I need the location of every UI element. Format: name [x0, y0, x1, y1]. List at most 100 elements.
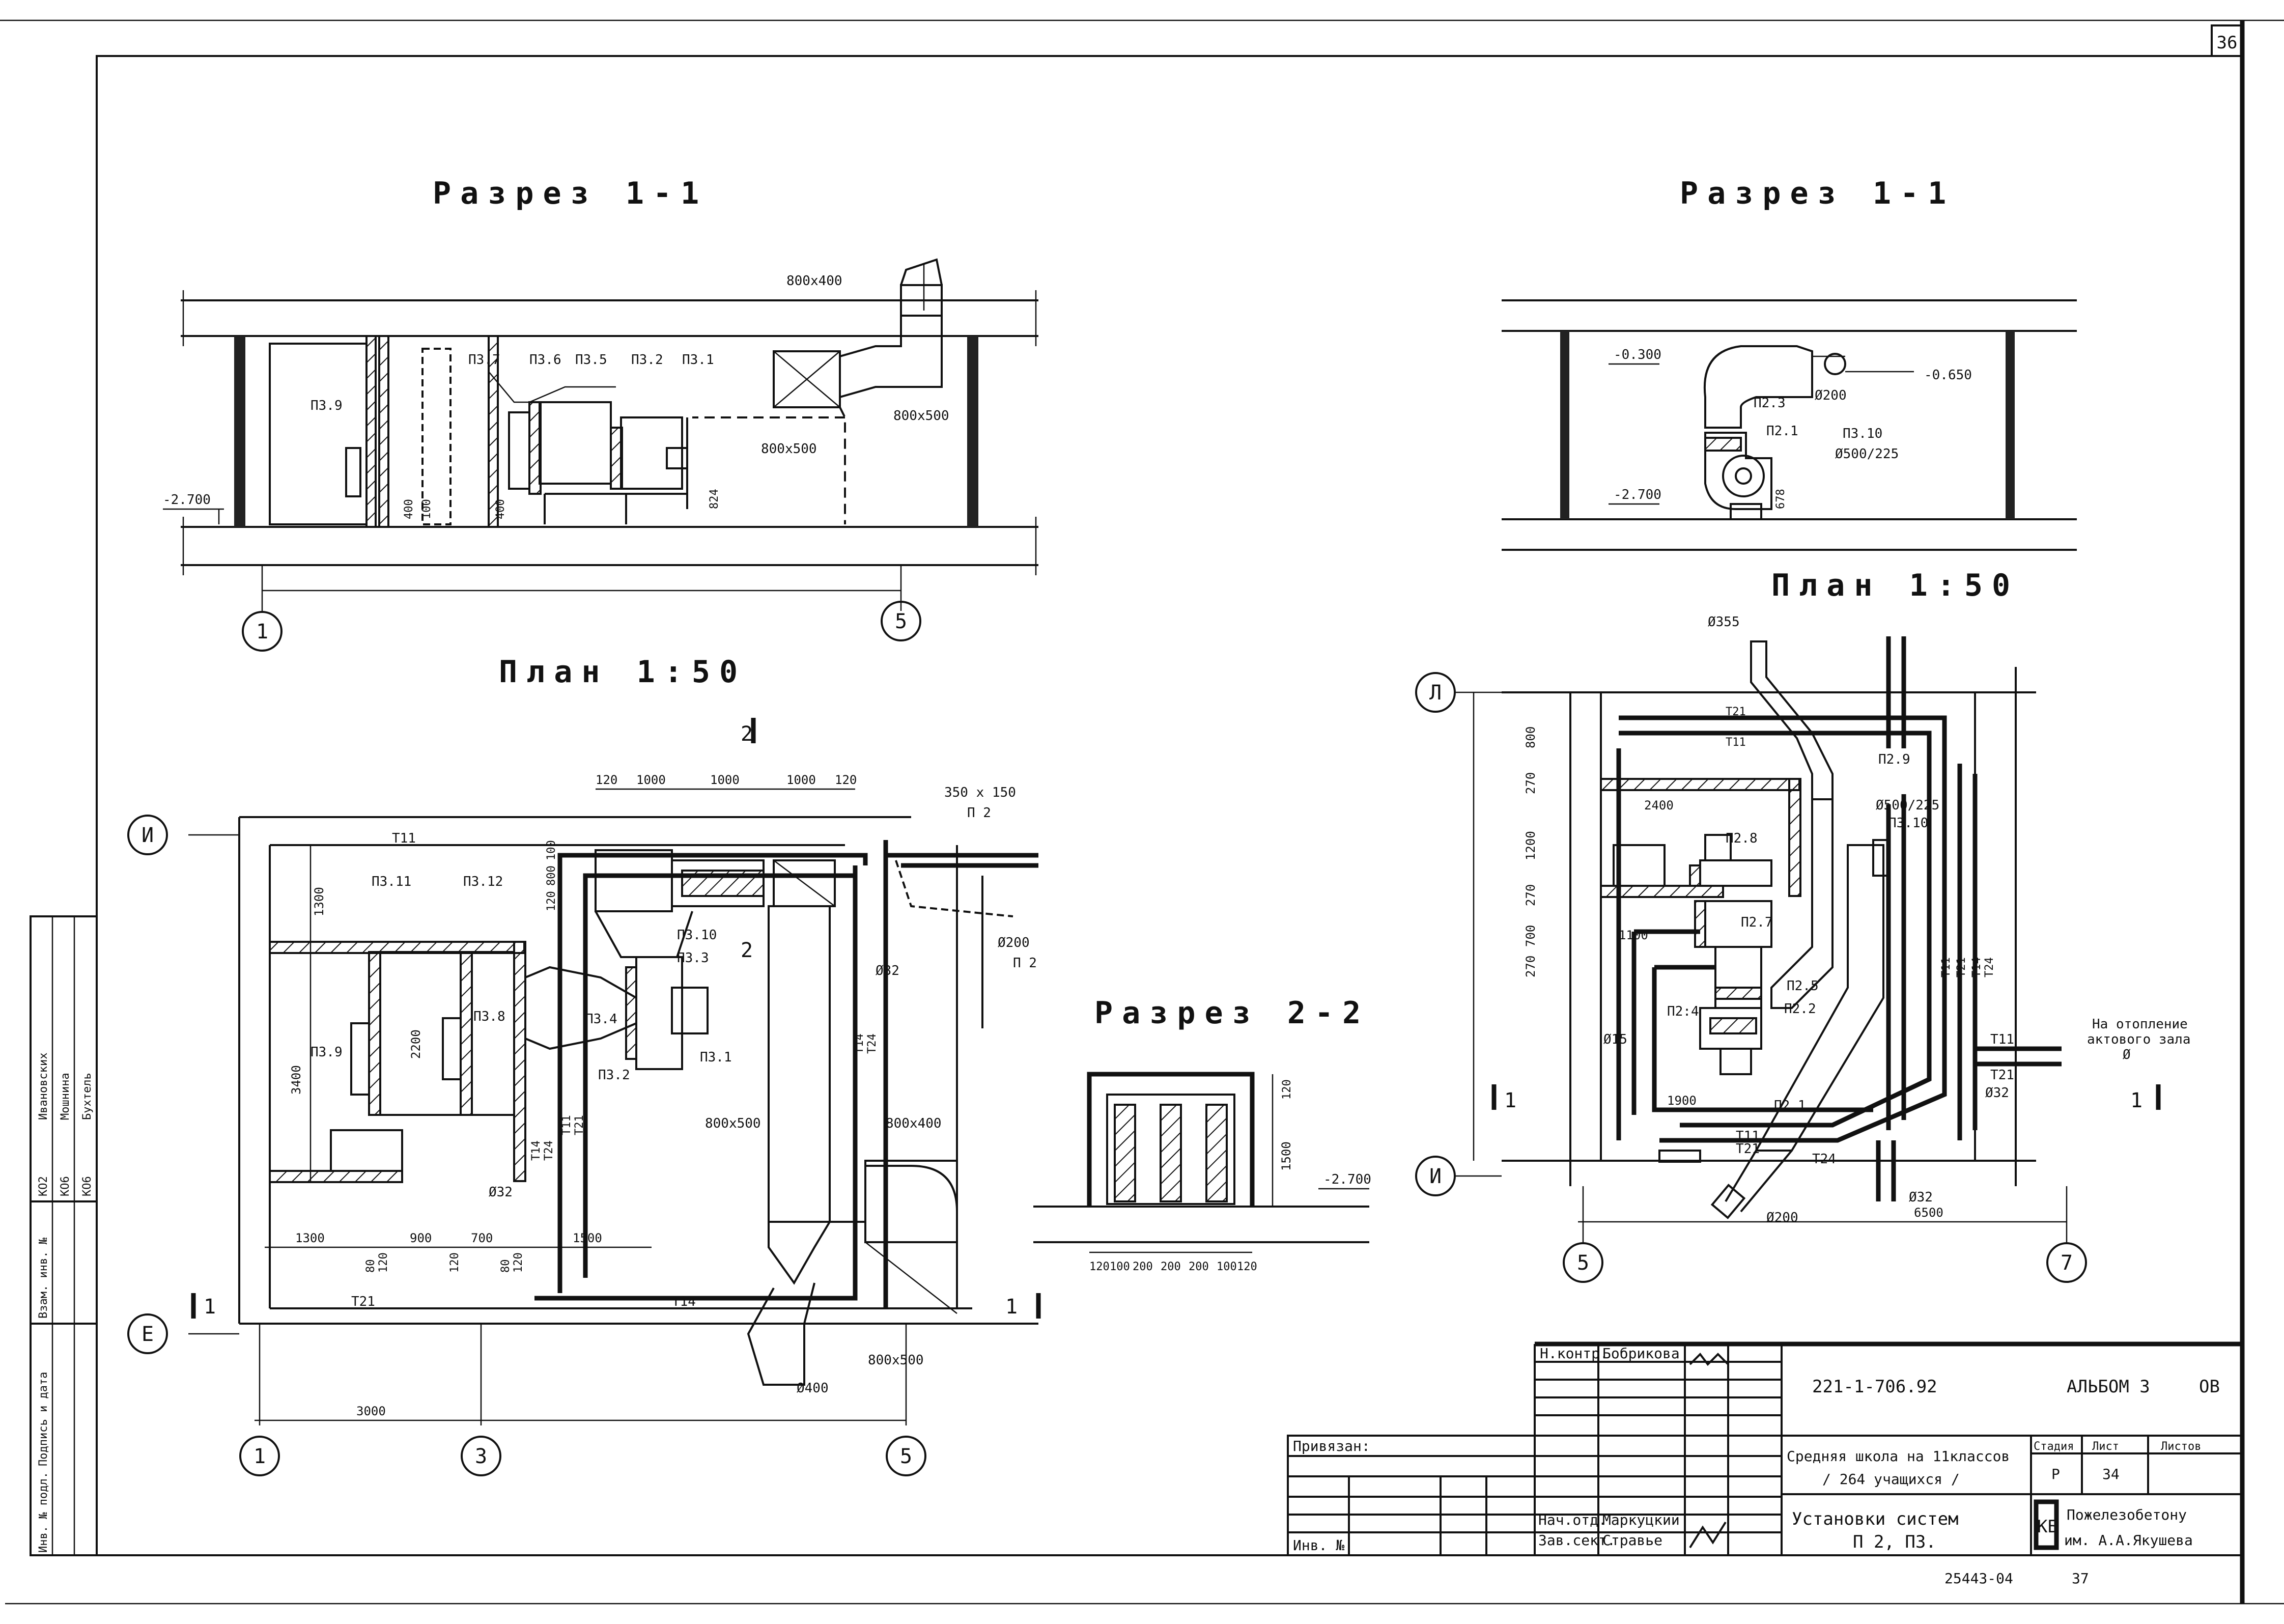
level-0650: -0.650	[1924, 368, 1972, 383]
label-p36: П3.6	[529, 352, 561, 368]
side-label-3: Взам. инв. №	[37, 1238, 50, 1319]
label-p311: П3.11	[372, 874, 411, 889]
label-p39: П3.9	[311, 398, 343, 413]
label-r-t11-v: Т11	[1940, 957, 1953, 977]
dim-22-120a: 120	[1089, 1261, 1110, 1273]
secmark-1b: 1	[1005, 1295, 1018, 1319]
name-3: Стравье	[1602, 1532, 1662, 1549]
dim-top-120b: 120	[835, 773, 857, 787]
label-p310-plan-r: П3.10	[1888, 816, 1928, 831]
role-2: Нач.отд.	[1538, 1511, 1607, 1528]
sheet-header: Лист	[2092, 1440, 2119, 1453]
dim-mid-800: 800	[545, 865, 558, 886]
dim-mid-120: 120	[545, 891, 558, 911]
label-d32-b: Ø32	[489, 1185, 513, 1200]
stamp-number: 25443-04	[1944, 1570, 2013, 1587]
inv-no-label: Инв. №	[1293, 1537, 1344, 1554]
label-d500-225-plan: Ø500/225	[1876, 798, 1939, 813]
dim-22-120b: 120	[1237, 1261, 1257, 1273]
label-800x400-plan: 800х400	[886, 1116, 942, 1131]
dim-r-2400: 2400	[1644, 798, 1674, 813]
label-p24: П2:4	[1667, 1004, 1699, 1019]
secmark-r-1a: 1	[1504, 1089, 1516, 1112]
label-r-t11-h: Т11	[1990, 1032, 2014, 1047]
label-t14-bottom: Т14	[672, 1294, 696, 1309]
label-r-t21-b: Т21	[1736, 1141, 1760, 1157]
dim-b-120c: 120	[512, 1252, 525, 1273]
dim-b-1500: 1500	[573, 1231, 602, 1245]
label-d200-plan-r: Ø200	[1766, 1210, 1798, 1225]
label-p310: П3.10	[1843, 426, 1882, 441]
name-1: Бобрикова	[1602, 1345, 1680, 1362]
drawing-title-2: П 2, П3.	[1853, 1532, 1936, 1552]
label-800x500-plan: 800х500	[705, 1116, 761, 1131]
project-title-1: Средняя школа на 11классов	[1787, 1448, 2010, 1465]
title-section-left: Разрез 1-1	[433, 176, 708, 211]
label-d32-r-b: Ø32	[1909, 1190, 1933, 1205]
dim-left-3400: 3400	[289, 1065, 303, 1095]
dim-b-120a: 120	[377, 1252, 390, 1273]
side-label-2: Подпись и дата	[37, 1372, 50, 1466]
label-p22: П2.2	[1784, 1001, 1816, 1017]
dim-22-100b: 100	[1217, 1261, 1237, 1273]
level-2700-r: -2.700	[1614, 487, 1661, 502]
section-22: 120 100 200 200 200 100 120 120 1500 -2.…	[1033, 1072, 1371, 1273]
secmark-r-1b: 1	[2130, 1089, 2142, 1112]
title-section-22: Разрез 2-2	[1094, 995, 1370, 1031]
dim-22-120r: 120	[1281, 1079, 1293, 1100]
axis-5-right: 5	[1577, 1251, 1589, 1275]
label-d32-r-a: Ø32	[1985, 1085, 2009, 1101]
label-p32: П3.2	[631, 352, 663, 368]
dim-r-1100: 1100	[1619, 928, 1648, 942]
label-d355: Ø355	[1708, 614, 1740, 630]
label-p27: П2.7	[1741, 915, 1773, 930]
dim-b-900: 900	[410, 1231, 432, 1245]
dim-top-1000b: 1000	[710, 773, 740, 787]
side-name-3: Бухтель	[81, 1073, 94, 1120]
label-p31-plan: П3.1	[700, 1050, 732, 1065]
plan-left: П3.11 П3.12 П3.9 П3.8 П3.4 П3.2 П3.10 П3…	[127, 718, 1041, 1476]
label-p33: П3.3	[677, 950, 709, 966]
side-code-3: КО6	[81, 1176, 94, 1196]
dim-824: 824	[708, 489, 721, 509]
secmark-2b: 2	[741, 939, 753, 962]
label-d200: Ø200	[1815, 388, 1847, 403]
axis-5-section: 5	[895, 610, 907, 633]
label-800x500-plan-b: 800х500	[868, 1353, 924, 1368]
label-p28: П2.8	[1726, 831, 1758, 846]
role-1: Н.контр.	[1540, 1345, 1609, 1362]
project-title-2: / 264 учащихся /	[1822, 1471, 1960, 1488]
title-section-right: Разрез 1-1	[1680, 176, 1955, 211]
dim-top-120a: 120	[596, 773, 617, 787]
role-3: Зав.сект.	[1538, 1532, 1616, 1549]
dim-r-1900: 1900	[1667, 1094, 1697, 1108]
label-p25: П2.5	[1787, 978, 1819, 994]
stage-header: Стадия	[2034, 1440, 2074, 1453]
label-p2-b: П 2	[1013, 956, 1037, 971]
axis-5-plan: 5	[900, 1445, 912, 1468]
stamp-page: 37	[2072, 1570, 2089, 1587]
label-r-t21-h: Т21	[1990, 1068, 2014, 1083]
side-code-2: КО6	[59, 1176, 72, 1196]
label-800x500-a: 800х500	[761, 441, 817, 457]
side-name-1: Ивановских	[37, 1053, 50, 1120]
label-r-t21: Т21	[1726, 706, 1746, 718]
dim-r-270b: 270	[1524, 884, 1538, 906]
title-plan-left: План 1:50	[499, 654, 747, 690]
dim-22-1500: 1500	[1279, 1141, 1293, 1171]
dim-top-1000a: 1000	[636, 773, 666, 787]
dim-r-700: 700	[1524, 925, 1538, 947]
side-name-2: Мошнина	[59, 1073, 72, 1120]
label-p21-plan: П2.1	[1774, 1098, 1806, 1113]
plan-right: Ø355 П2.9 Ø500/225 П3.10 П2.8 П2.7 П2.5 …	[1415, 614, 2191, 1283]
sheet-frame: 36	[0, 19, 2284, 1605]
axis-E-left: Е	[142, 1323, 154, 1346]
level-left: -2.700	[163, 492, 211, 508]
dim-b-1300: 1300	[295, 1231, 325, 1245]
drawing-title-1: Установки систем	[1792, 1509, 1959, 1529]
label-d32-a: Ø32	[876, 963, 899, 978]
section-left: П3.9 П3.7 П3.6 П3.5 П3.2 П3.1 800х400 80…	[163, 258, 1038, 652]
signature-stamp-2	[1689, 1521, 1727, 1549]
dim-22-200b: 200	[1161, 1261, 1181, 1273]
label-350x150: 350 х 150	[944, 785, 1016, 800]
